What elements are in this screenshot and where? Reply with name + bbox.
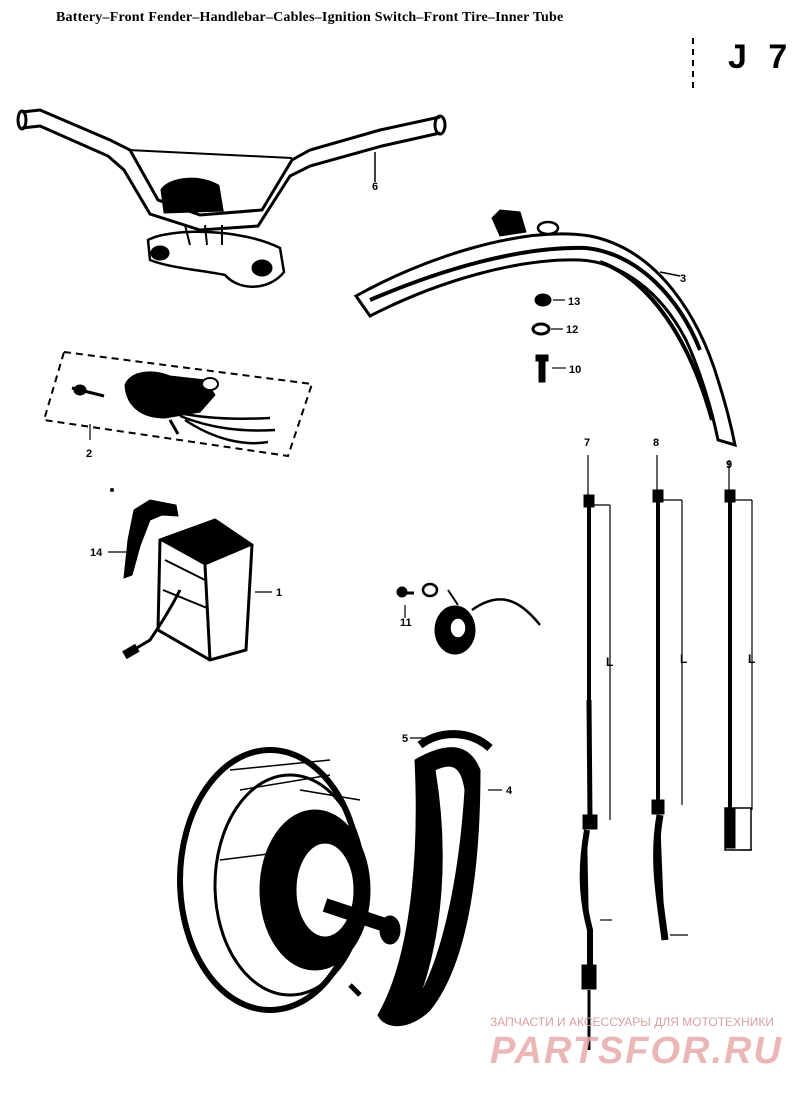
cable-8-length-label: L (680, 652, 687, 666)
callout-inner-tube: 5 (402, 733, 408, 745)
front-wheel-part (177, 730, 502, 1027)
callout-tire: 4 (506, 785, 513, 797)
callout-labels: 6 3 13 12 10 2 14 1 7 8 9 11 5 4 L L L (86, 181, 755, 797)
watermark-tagline: ЗАПЧАСТИ И АКСЕССУАРЫ ДЛЯ МОТОТЕХНИКИ (490, 1015, 774, 1029)
callout-washer: 12 (566, 324, 578, 336)
page-divider (692, 38, 694, 88)
cable-7-length-label: L (606, 655, 613, 669)
callout-cable-8: 8 (653, 437, 659, 449)
callout-nut: 13 (568, 296, 580, 308)
callout-bolt: 10 (569, 364, 581, 376)
callout-fender: 3 (680, 273, 686, 285)
watermark-logo: PARTSFOR.RU (490, 1030, 783, 1072)
callout-battery: 1 (276, 587, 282, 599)
page-code: J 7 (728, 38, 794, 76)
cable-9-length-label: L (748, 652, 755, 666)
callout-battery-strap: 14 (90, 547, 103, 559)
diagram-title: Battery–Front Fender–Handlebar–Cables–Ig… (56, 10, 564, 25)
fastener-group (531, 293, 566, 383)
handlebar-part (16, 108, 447, 288)
callout-cable-9: 9 (726, 459, 732, 471)
front-fender-part (353, 209, 737, 448)
control-cables (579, 455, 753, 1050)
callout-handlebar: 6 (372, 181, 378, 193)
callout-cable-7: 7 (584, 437, 590, 449)
horn-part (396, 582, 541, 655)
ignition-switch-part (42, 350, 314, 458)
callout-ignition-switch: 2 (86, 448, 92, 460)
callout-horn-screw: 11 (400, 617, 412, 629)
battery-part (108, 488, 272, 662)
